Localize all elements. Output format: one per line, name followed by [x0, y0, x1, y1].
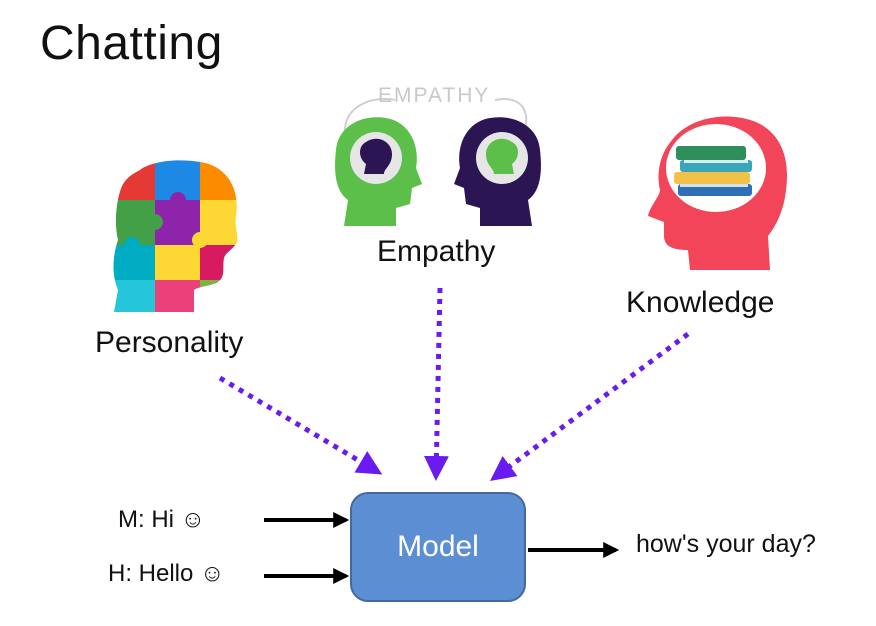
- personality-label: Personality: [95, 326, 244, 359]
- empathy-heads-icon: [335, 97, 541, 226]
- puzzle-head-icon: [113, 160, 238, 312]
- model-box: Model: [350, 492, 526, 602]
- empathy-icon-text: EMPATHY: [378, 84, 491, 107]
- arrow-empathy-to-model: [423, 287, 449, 481]
- arrow-knowledge-to-model: [489, 331, 690, 481]
- human-utterance: H: Hello ☺: [108, 560, 225, 587]
- slide-title: Chatting: [40, 17, 223, 70]
- model-output: how's your day?: [636, 530, 816, 558]
- machine-utterance: M: Hi ☺: [118, 506, 206, 533]
- empathy-label: Empathy: [377, 235, 496, 268]
- books-head-icon: [648, 116, 787, 270]
- knowledge-label: Knowledge: [626, 286, 775, 319]
- arrow-personality-to-model: [218, 375, 383, 475]
- model-label: Model: [397, 530, 479, 563]
